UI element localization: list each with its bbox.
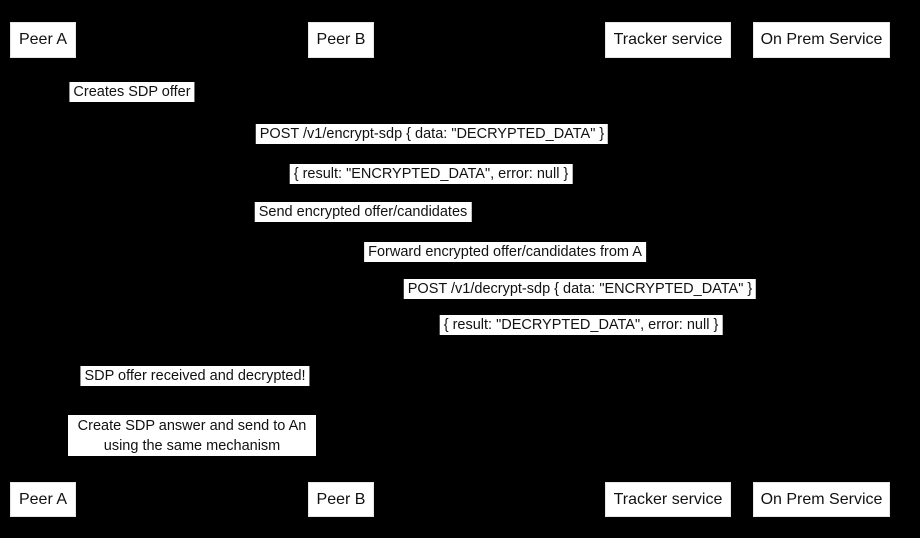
note-line-2: using the same mechanism xyxy=(103,438,281,454)
message-decrypt-result: { result: "DECRYPTED_DATA", error: null … xyxy=(439,315,723,335)
participant-tracker-service-bottom: Tracker service xyxy=(605,482,731,517)
participant-tracker-service-top: Tracker service xyxy=(605,22,731,58)
participant-peer-a-bottom: Peer A xyxy=(10,482,76,517)
message-creates-sdp-offer: Creates SDP offer xyxy=(69,82,195,102)
participant-peer-b-bottom: Peer B xyxy=(308,482,374,517)
message-post-encrypt-sdp: POST /v1/encrypt-sdp { data: "DECRYPTED_… xyxy=(255,124,609,144)
participant-peer-a-top: Peer A xyxy=(10,22,76,58)
note-create-sdp-answer: Create SDP answer and send to An using t… xyxy=(68,415,316,456)
message-encrypt-result: { result: "ENCRYPTED_DATA", error: null … xyxy=(289,164,573,184)
message-forward-encrypted-offer: Forward encrypted offer/candidates from … xyxy=(364,242,646,262)
participant-on-prem-service-bottom: On Prem Service xyxy=(753,482,890,517)
message-post-decrypt-sdp: POST /v1/decrypt-sdp { data: "ENCRYPTED_… xyxy=(403,279,757,299)
message-sdp-offer-received: SDP offer received and decrypted! xyxy=(80,366,310,386)
message-send-encrypted-offer: Send encrypted offer/candidates xyxy=(254,202,472,222)
participant-on-prem-service-top: On Prem Service xyxy=(753,22,890,58)
note-line-1: Create SDP answer and send to An xyxy=(77,418,307,434)
participant-peer-b-top: Peer B xyxy=(308,22,374,58)
